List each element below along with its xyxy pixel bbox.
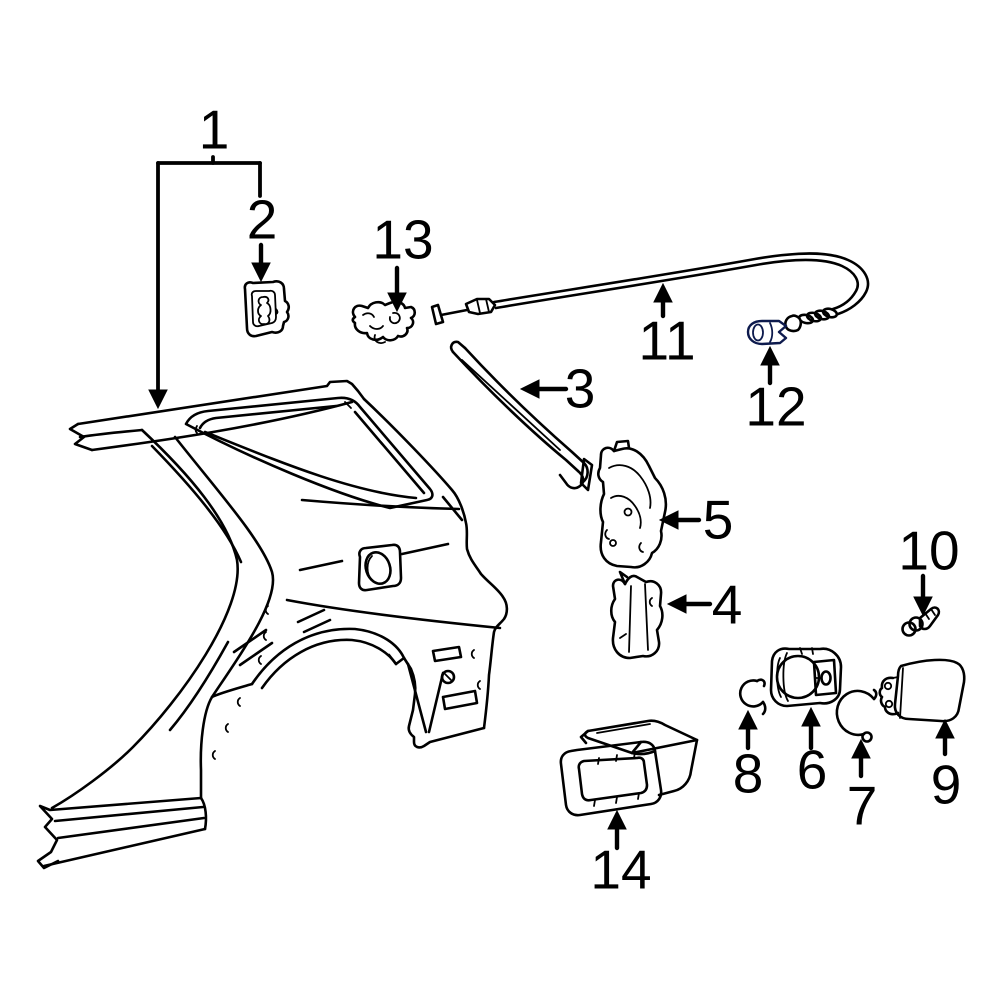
part-6-illustration	[769, 647, 843, 708]
arrow-11	[653, 282, 673, 319]
quarter-panel-illustration	[36, 379, 509, 870]
arrow-12	[760, 345, 780, 386]
part-3-illustration	[449, 340, 589, 490]
part-7-illustration	[835, 688, 878, 743]
callout-3: 3	[564, 357, 596, 420]
part-13-illustration	[351, 300, 417, 344]
callout-11: 11	[638, 309, 696, 372]
clip-12-body	[746, 319, 788, 346]
part-2-illustration	[243, 280, 291, 338]
arrow-3	[519, 379, 569, 399]
part-8-illustration	[738, 678, 767, 716]
callout-1: 1	[198, 98, 230, 161]
part-4-illustration	[609, 570, 664, 660]
arrow-5	[658, 510, 702, 530]
callout-8: 8	[732, 742, 764, 805]
arrow-9	[935, 718, 955, 757]
arrow-7	[851, 738, 871, 779]
callout-7: 7	[846, 774, 878, 837]
arrow-2	[251, 242, 271, 283]
arrow-13	[387, 265, 407, 313]
callout-9: 9	[930, 753, 962, 816]
callout-13: 13	[372, 208, 434, 271]
callout-14: 14	[590, 838, 652, 901]
arrow-1	[148, 155, 262, 410]
part-5-illustration	[579, 439, 668, 569]
clip-12-illustration	[746, 319, 788, 346]
cable-11-illustration	[430, 252, 870, 333]
callout-2: 2	[246, 188, 278, 251]
arrow-4	[666, 594, 713, 614]
callout-12: 12	[745, 375, 807, 438]
arrow-10	[913, 573, 933, 617]
callout-5: 5	[702, 488, 734, 551]
part-10-illustration	[901, 606, 941, 637]
arrow-14	[607, 809, 627, 851]
part-14-illustration	[559, 719, 699, 817]
callout-4: 4	[711, 573, 743, 636]
part-9-illustration	[878, 658, 966, 723]
callout-10: 10	[898, 519, 960, 582]
callout-6: 6	[796, 738, 828, 801]
arrow-8	[738, 709, 758, 751]
arrow-6	[801, 706, 821, 751]
